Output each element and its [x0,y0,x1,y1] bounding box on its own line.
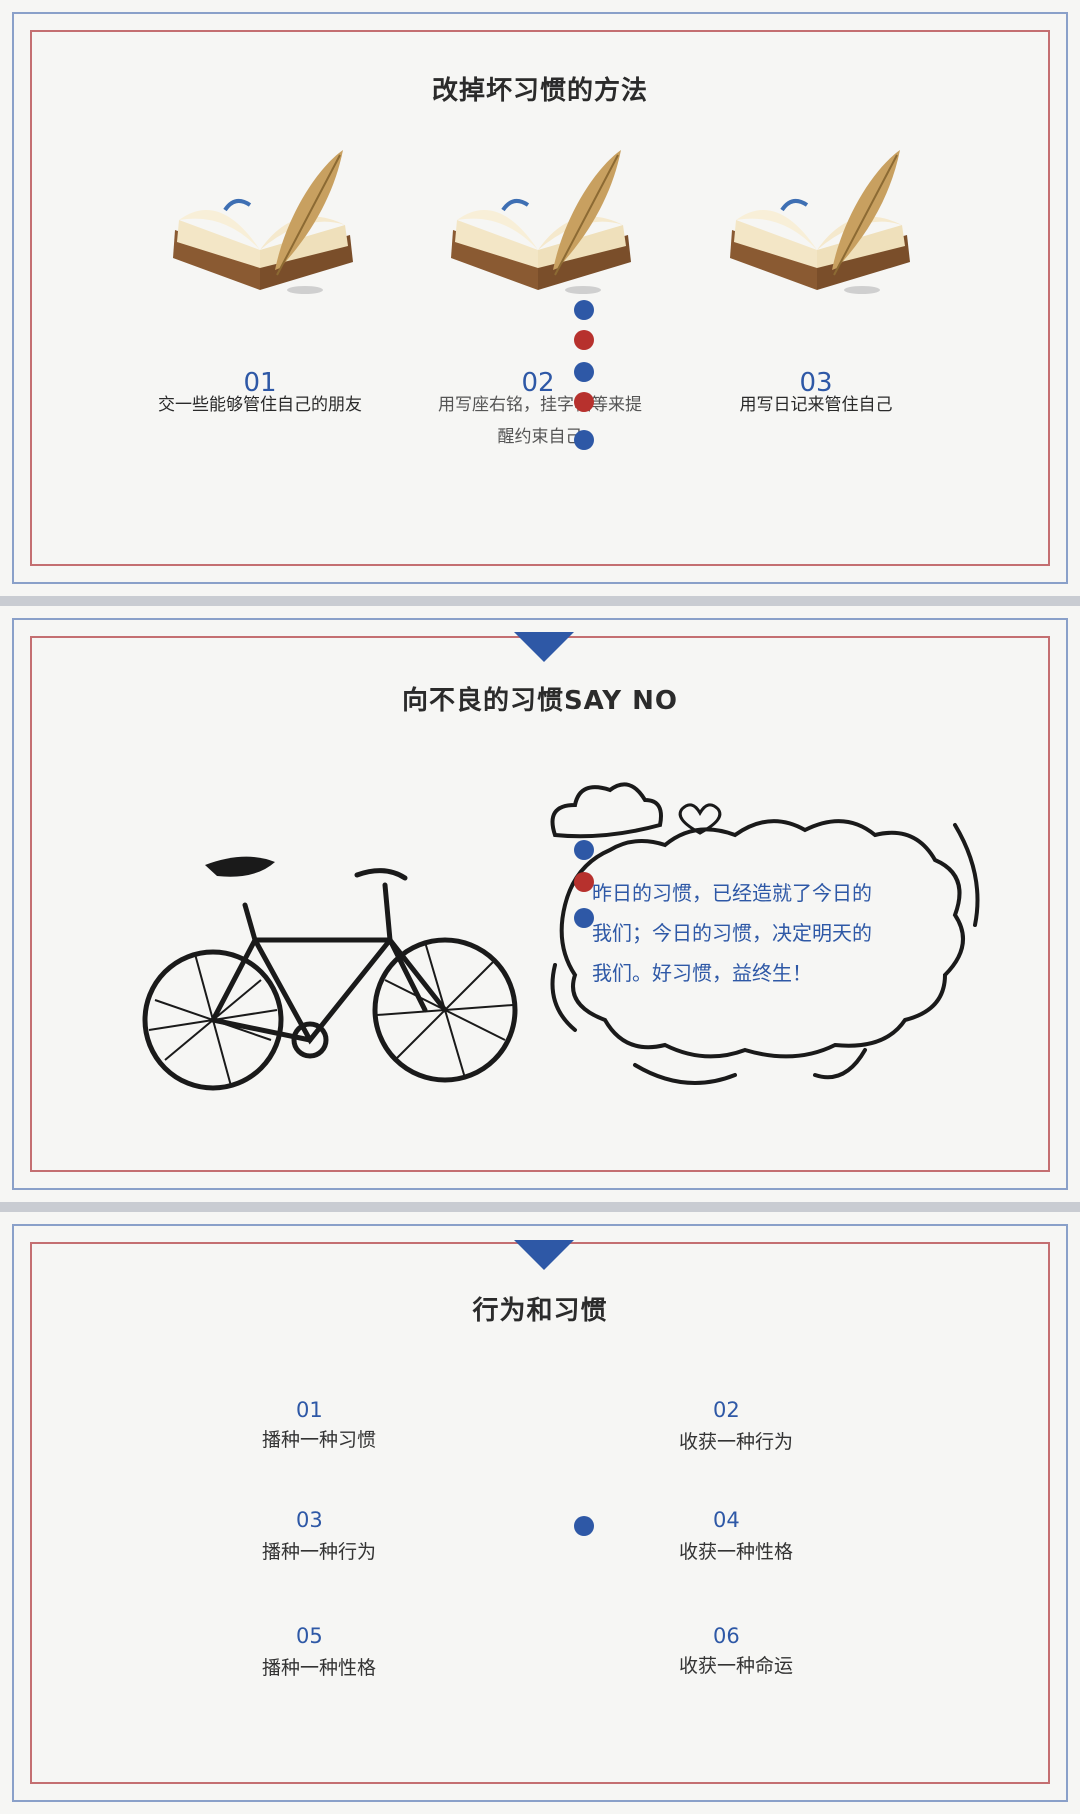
bicycle-illustration [142,856,518,1091]
decor-dot [574,430,594,450]
item-caption-line2: 醒约束自己 [497,427,583,447]
cloud-bubble-illustration [550,782,980,1085]
decor-dot [574,908,594,928]
item-label: 收获一种行为 [679,1431,794,1453]
item-caption: 交一些能够管住自己的朋友 [158,395,362,415]
item-label: 播种一种行为 [262,1541,377,1563]
item-caption-line1: 用写座右铭，挂字幅等来提 [438,395,642,415]
frame-outer [12,1224,1068,1802]
decor-dot [574,362,594,382]
heart-doodle-icon [678,803,722,835]
bubble-text: 昨日的习惯，已经造就了今日的 我们；今日的习惯，决定明天的 我们。好习惯，益终生… [592,873,922,993]
item-number: 05 [296,1624,323,1648]
chevron-down-icon [514,632,574,662]
item-caption: 用写日记来管住自己 [739,395,893,415]
slide-methods: 改掉坏习惯的方法 01 交一些能够管住自己的朋 [0,0,1080,596]
item-number: 06 [713,1624,740,1648]
open-book-quill-icon [730,150,910,294]
decor-dot [574,840,594,860]
frame-outer [12,12,1068,584]
item-label: 播种一种习惯 [262,1429,377,1451]
item-number: 04 [713,1508,740,1532]
slide-say-no [0,606,1080,1202]
slide-title: 向不良的习惯SAY NO [401,686,679,716]
item-number: 03 [296,1508,323,1532]
item-number: 02 [521,368,555,398]
open-book-quill-icon [173,150,353,294]
item-label: 收获一种性格 [679,1541,794,1563]
frame-outer [12,618,1068,1190]
open-book-quill-icon [451,150,631,294]
decor-dot [574,392,594,412]
item-label: 收获一种命运 [679,1655,794,1677]
item-number: 01 [243,368,277,398]
item-label: 播种一种性格 [262,1657,377,1679]
item-number: 02 [713,1398,740,1422]
bubble-line: 我们。好习惯，益终生！ [592,961,812,985]
frame-inner [30,30,1050,566]
slide-title: 改掉坏习惯的方法 [431,76,648,106]
decor-dot [574,1516,594,1536]
item-number: 03 [799,368,833,398]
slide-title: 行为和习惯 [472,1296,608,1326]
bubble-line: 我们；今日的习惯，决定明天的 [592,921,872,945]
chevron-down-icon [514,1240,574,1270]
item-number: 01 [296,1398,323,1422]
decor-dot [574,300,594,320]
decor-dot [574,330,594,350]
slide-behavior-habit [0,1212,1080,1814]
bubble-line: 昨日的习惯，已经造就了今日的 [592,881,872,905]
decor-dot [574,872,594,892]
